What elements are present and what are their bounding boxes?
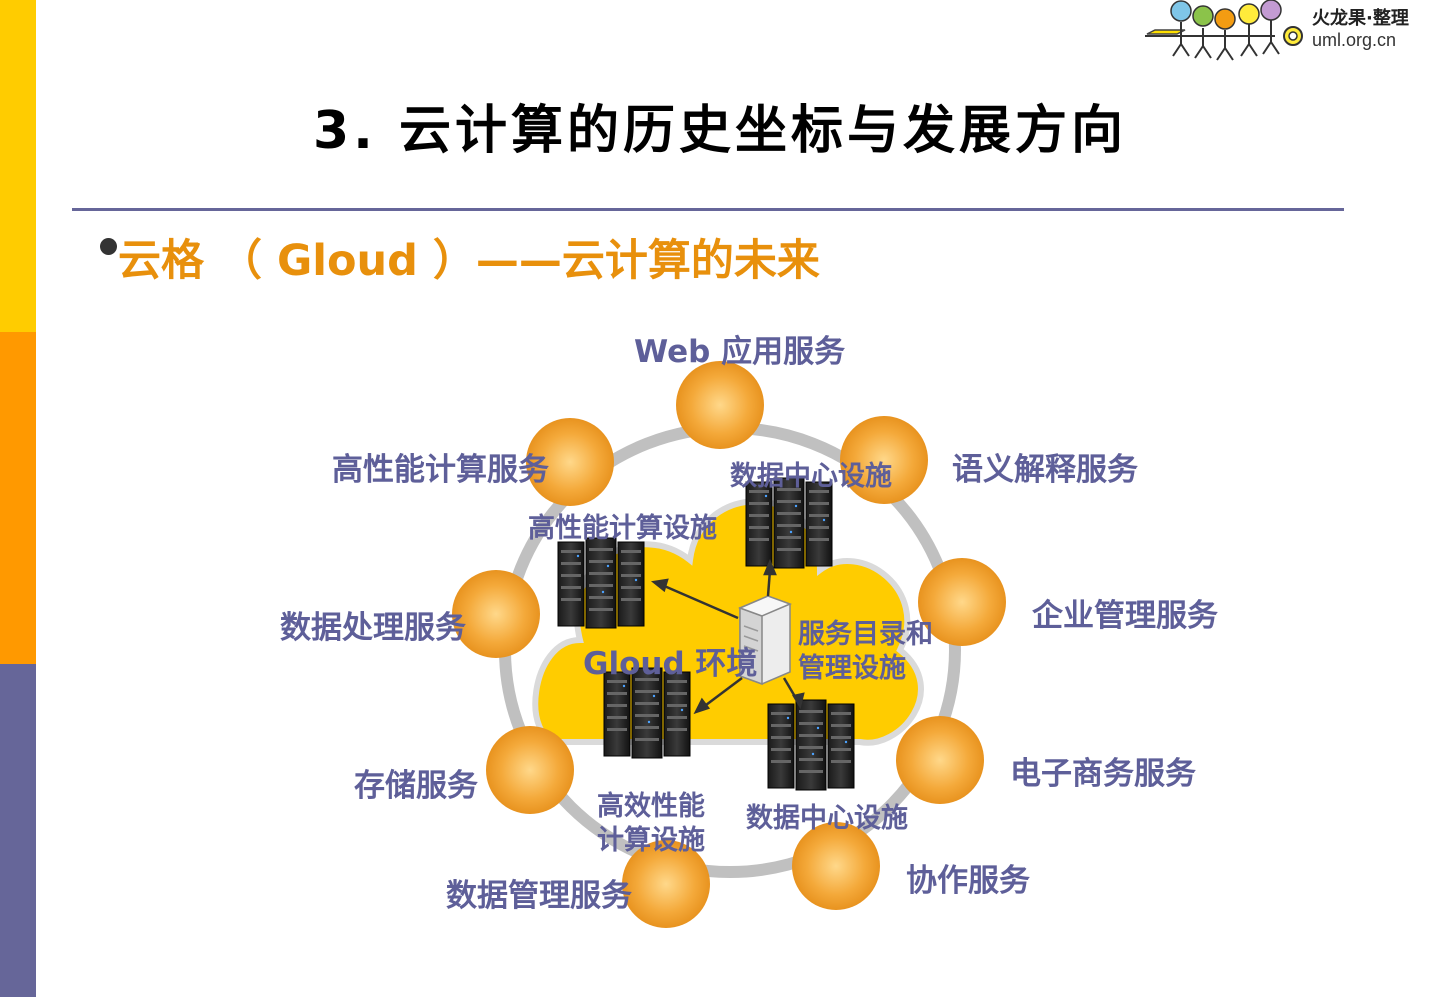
label-dc-top-facility: 数据中心设施 bbox=[730, 461, 892, 492]
catalog-server-icon bbox=[737, 595, 793, 686]
service-node-enterprise bbox=[918, 558, 1006, 646]
label-gloud-environment: Gloud 环境 bbox=[583, 646, 758, 682]
label-catalog-facility-1: 服务目录和 bbox=[798, 619, 933, 650]
label-dc-bottom-facility: 数据中心设施 bbox=[746, 803, 908, 834]
service-node-web bbox=[676, 361, 764, 449]
slide-subtitle: 云格 （ Gloud ）——云计算的未来 bbox=[118, 236, 820, 286]
label-efficient-facility-2: 计算设施 bbox=[597, 825, 705, 856]
label-collab-service: 协作服务 bbox=[906, 863, 1030, 899]
label-storage-service: 存储服务 bbox=[354, 768, 478, 804]
title-divider bbox=[72, 208, 1344, 211]
label-efficient-facility-1: 高效性能 bbox=[597, 791, 705, 822]
server-hpc-icon bbox=[557, 537, 645, 629]
service-node-ecommerce bbox=[896, 716, 984, 804]
logo-site: uml.org.cn bbox=[1312, 30, 1397, 50]
bullet-icon bbox=[100, 238, 117, 255]
logo-figures-icon bbox=[1145, 0, 1303, 61]
service-node-hpc bbox=[526, 418, 614, 506]
label-dataproc-service: 数据处理服务 bbox=[280, 610, 466, 646]
service-node-collab bbox=[792, 822, 880, 910]
service-node-datamgmt bbox=[622, 840, 710, 928]
label-enterprise-service: 企业管理服务 bbox=[1032, 598, 1218, 634]
label-web-service: Web 应用服务 bbox=[634, 334, 846, 370]
service-node-semantic bbox=[840, 416, 928, 504]
label-ecommerce-service: 电子商务服务 bbox=[1010, 756, 1196, 792]
accent-bar-yellow bbox=[0, 0, 36, 332]
server-dc-bottom-icon bbox=[767, 699, 855, 791]
accent-bar-orange bbox=[0, 332, 36, 664]
label-hpc-service: 高性能计算服务 bbox=[332, 452, 549, 488]
accent-bar-purple bbox=[0, 664, 36, 997]
label-catalog-facility-2: 管理设施 bbox=[798, 653, 906, 684]
logo-name: 火龙果·整理 bbox=[1312, 8, 1409, 29]
service-node-storage bbox=[486, 726, 574, 814]
service-node-dataproc bbox=[452, 570, 540, 658]
label-hpc-facility: 高性能计算设施 bbox=[528, 513, 717, 544]
label-datamgmt-service: 数据管理服务 bbox=[446, 878, 632, 914]
slide-title: 3. 云计算的历史坐标与发展方向 bbox=[312, 101, 1128, 161]
label-semantic-service: 语义解释服务 bbox=[952, 452, 1138, 488]
